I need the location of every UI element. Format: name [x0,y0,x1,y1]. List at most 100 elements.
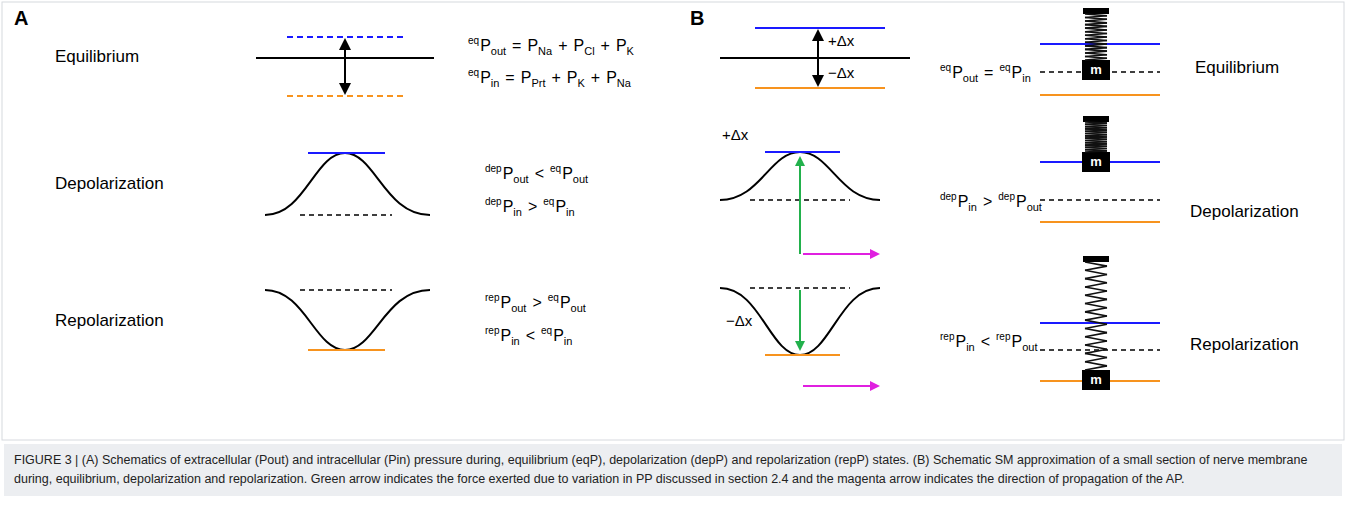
pressure-symbol: P [958,193,969,210]
pressure-equation: repPin<eqPin [485,324,572,348]
spring-coil [1085,270,1107,274]
pressure-subscript: in [566,206,575,218]
pressure-subscript: in [511,335,520,347]
state-superscript: eq [550,163,561,174]
pressure-symbol: P [567,69,578,86]
displacement-label: −Δx [726,312,752,330]
pressure-subscript: in [513,206,522,218]
state-superscript: eq [541,325,552,336]
displacement-label: +Δx [722,126,748,144]
operator: + [601,37,610,54]
pressure-subscript: in [564,335,573,347]
pressure-symbol: P [562,165,573,182]
state-label: Repolarization [55,311,164,331]
spring-coil [1085,279,1107,283]
spring-coil [1085,287,1107,291]
pressure-symbol: P [1016,193,1027,210]
figure-frame [2,2,1344,440]
spring-coil [1085,304,1107,308]
pressure-equation: eqPout=eqPin [940,61,1031,85]
pressure-symbol: P [616,37,627,54]
pressure-subscript: in [966,341,975,353]
pressure-subscript: K [627,45,634,57]
pressure-symbol: P [574,37,585,54]
pressure-symbol: P [500,294,511,311]
operator: + [558,37,567,54]
displacement-label: −Δx [828,64,854,82]
spring-coil [1085,333,1107,337]
pressure-equation: eqPout=PNa+PCl+PK [468,34,634,58]
state-superscript: dep [485,163,502,174]
spring-coil [1085,274,1107,278]
pressure-symbol: P [560,294,571,311]
state-superscript: rep [996,331,1010,342]
pressure-symbol: P [955,333,966,350]
pressure-symbol: P [606,69,617,86]
figure-caption: FIGURE 3 | (A) Schematics of extracellul… [4,444,1342,496]
b-equilibrium [720,28,910,88]
operator: > [983,193,992,210]
operator: = [505,69,514,86]
b-depolarization [720,152,880,254]
operator: < [981,333,990,350]
spring-coil [1085,308,1107,312]
operator: + [551,69,560,86]
pressure-equation: eqPin=PPrt+PK+PNa [468,66,631,90]
pressure-symbol: P [521,69,532,86]
pressure-symbol: P [527,37,538,54]
pressure-symbol: P [555,198,566,215]
pressure-symbol: P [500,327,511,344]
pressure-symbol: P [480,37,491,54]
operator: = [984,64,993,81]
spring-mass-repolarization [1040,256,1160,390]
pressure-subscript: Na [538,45,552,57]
pressure-subscript: out [513,173,528,185]
a-depolarization [265,153,430,215]
state-label: Repolarization [1190,335,1299,355]
spring-coil [1085,341,1107,345]
pressure-subscript: in [1022,72,1031,84]
pressure-symbol: P [503,198,514,215]
spring-coil [1085,362,1107,366]
pressure-symbol: P [1012,64,1023,81]
state-superscript: rep [485,325,499,336]
a-equilibrium [256,37,434,96]
operator: = [512,37,521,54]
panel-letter: A [14,6,28,30]
state-superscript: rep [485,292,499,303]
pressure-subscript: Na [617,77,631,89]
spring-coil [1085,324,1107,328]
spring-coil [1085,316,1107,320]
operator: < [526,327,535,344]
pressure-subscript: in [491,77,500,89]
spring-coil [1085,366,1107,370]
spring-coil [1085,262,1107,266]
panel-letter: B [690,6,704,30]
operator: > [532,294,541,311]
pressure-symbol: P [553,327,564,344]
pressure-subscript: K [577,77,584,89]
state-superscript: eq [468,67,479,78]
pressure-symbol: P [480,69,491,86]
state-superscript: eq [468,35,479,46]
spring-mass-equilibrium [1040,8,1160,95]
spring-coil [1085,312,1107,316]
pressure-subscript: Cl [584,45,594,57]
spring-coil [1085,345,1107,349]
spring-coil [1085,349,1107,353]
state-label: Depolarization [1190,202,1299,222]
pressure-subscript: out [573,173,588,185]
state-label: Equilibrium [1195,58,1279,78]
pressure-subscript: out [491,45,506,57]
pressure-subscript: out [963,72,978,84]
pressure-subscript: out [571,302,586,314]
pressure-symbol: P [1011,333,1022,350]
state-label: Equilibrium [55,47,139,67]
spring-coil [1085,337,1107,341]
spring-coils [1085,14,1107,370]
spring-coil [1085,328,1107,332]
state-superscript: dep [485,196,502,207]
pressure-symbol: P [503,165,514,182]
pressure-subscript: out [511,302,526,314]
a-repolarization [265,290,430,350]
